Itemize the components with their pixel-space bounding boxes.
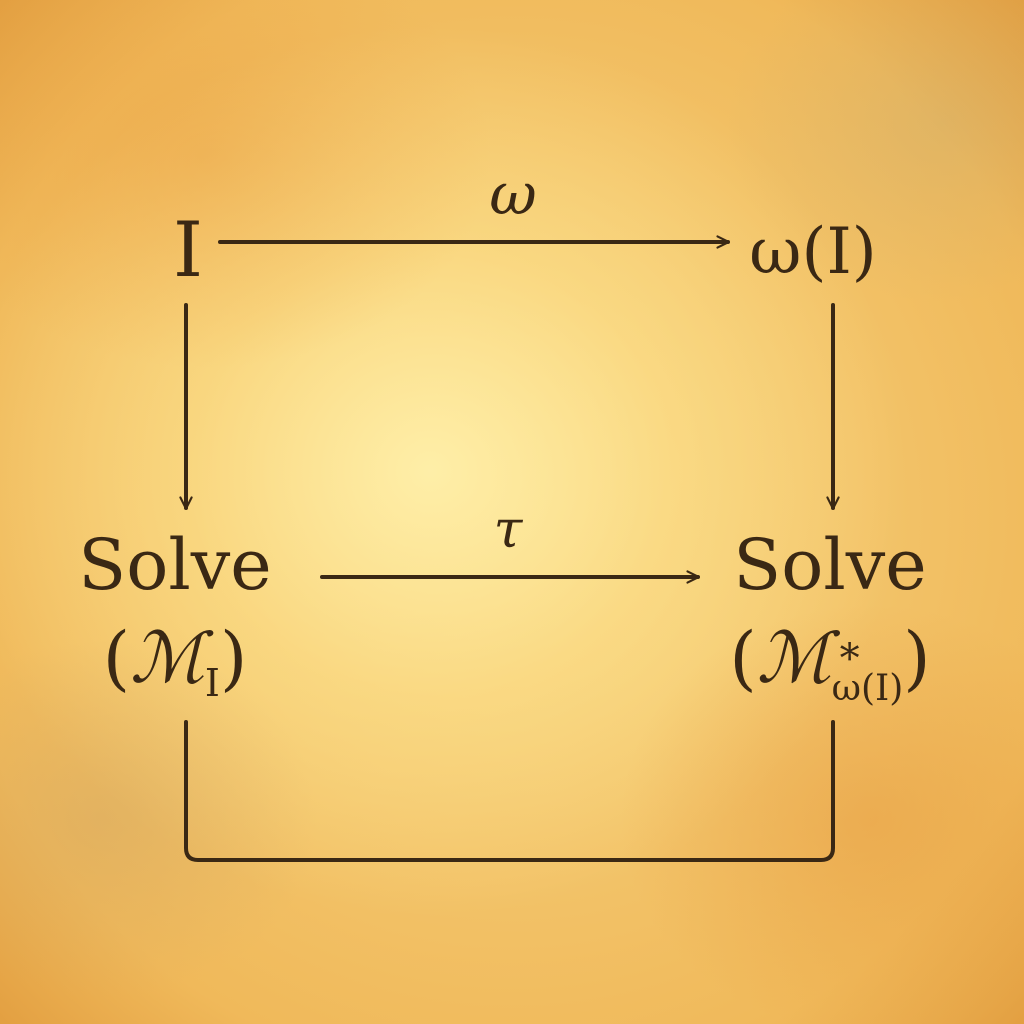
solve-label-right: Solve	[733, 524, 927, 606]
arrow-label-omega: ω	[489, 160, 537, 228]
arrow-label-tau: τ	[493, 500, 523, 560]
node-transformed-instance: ω(I)	[749, 215, 877, 289]
bottom-connector	[184, 720, 835, 862]
model-symbol-left: ℳ	[130, 617, 205, 699]
model-indices-right: *ω(I)	[831, 636, 904, 709]
node-solve-transformed: Solve (ℳ*ω(I))	[690, 524, 970, 709]
node-instance: I	[172, 205, 204, 294]
open-paren-right: (	[729, 617, 757, 699]
close-paren-right: )	[903, 617, 931, 699]
close-paren-left: )	[219, 617, 248, 699]
open-paren-left: (	[102, 617, 131, 699]
node-solve-original: Solve (ℳI)	[60, 530, 290, 706]
model-symbol-right: ℳ	[756, 617, 832, 699]
model-expression-left: (ℳI)	[60, 618, 290, 706]
solve-label-left: Solve	[78, 524, 272, 606]
model-expression-right: (ℳ*ω(I))	[690, 617, 970, 709]
model-superscript-right: *	[839, 636, 860, 682]
model-subscript-left: I	[204, 661, 220, 705]
model-subscript-right: ω(I)	[831, 668, 904, 709]
